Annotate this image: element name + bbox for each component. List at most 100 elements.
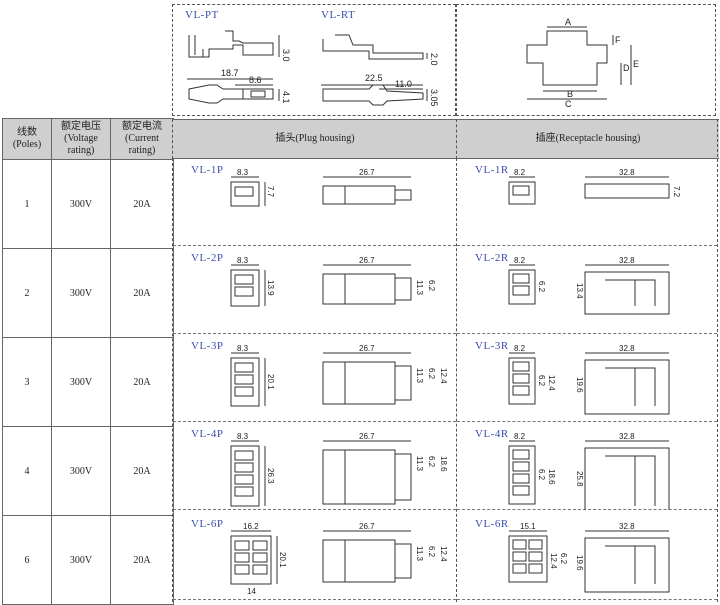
receptacle-model-label: VL-6R [475, 518, 509, 530]
key-letter: F [615, 35, 621, 45]
receptacle-dim: 32.8 [619, 168, 635, 177]
plug-dim: 11.3 [415, 546, 424, 562]
key-letter: A [565, 17, 571, 27]
receptacle-model-label: VL-3R [475, 340, 509, 352]
plug-dim: 26.7 [359, 522, 375, 531]
plug-dim: 7.7 [266, 186, 275, 198]
plug-dim: 8.3 [237, 256, 249, 265]
receptacle-dim: 32.8 [619, 256, 635, 265]
vlrt-dim: 3.05 [429, 89, 439, 107]
key-letter: E [633, 59, 639, 69]
plug-model-label: VL-2P [191, 252, 224, 264]
receptacle-dim: 6.2 [537, 281, 546, 293]
plug-dim: 26.7 [359, 168, 375, 177]
poles-cell: 3 [2, 337, 52, 427]
receptacle-model-label: VL-2R [475, 252, 509, 264]
right-border [717, 119, 718, 602]
poles-cell: 6 [2, 515, 52, 605]
plug-dim: 6.2 [427, 280, 436, 292]
key-letter: B [567, 89, 573, 99]
plug-drawing: 8.3 7.7 26.7 [230, 168, 412, 207]
plug-dim: 13.9 [266, 280, 275, 296]
receptacle-model-label: VL-4R [475, 428, 509, 440]
receptacle-dim: 13.4 [575, 283, 584, 299]
receptacle-dim: 8.2 [514, 432, 526, 441]
receptacle-dim: 8.2 [514, 256, 526, 265]
poles-header: 线数 (Poles) [2, 118, 52, 160]
receptacle-dim: 19.6 [575, 555, 584, 571]
spec-table: 线数 (Poles) 额定电压 (Voltage rating) 额定电流 (C… [2, 118, 174, 605]
plug-dim: 8.3 [237, 432, 249, 441]
plug-header-text: 插头(Plug housing) [275, 133, 355, 144]
receptacle-cell: VL-2R 8.2 32.8 13.4 6.2 [457, 246, 717, 334]
plug-dim: 12.4 [439, 546, 448, 562]
plug-dim: 20.1 [278, 552, 287, 568]
receptacle-dim: 25.8 [575, 471, 584, 487]
current-cell: 20A [110, 248, 174, 338]
voltage-cell: 300V [51, 426, 111, 516]
vlrt-dim: 22.5 [365, 73, 383, 83]
dimension-key-drawing: A F D E B C [526, 17, 639, 109]
terminal-drawings: 18.7 8.6 3.0 4.1 22.5 11.0 2.0 3.05 [187, 30, 439, 107]
current-cell: 20A [110, 159, 174, 249]
current-cell: 20A [110, 515, 174, 605]
current-cell: 20A [110, 337, 174, 427]
receptacle-column-border [456, 158, 457, 602]
plug-dim: 20.1 [266, 374, 275, 390]
terminal-panel: VL-PT VL-RT 18.7 8.6 3.0 4.1 22.5 11.0 2… [172, 4, 456, 116]
poles-cell: 4 [2, 426, 52, 516]
receptacle-drawing: 8.2 32.8 13.4 6.2 [508, 256, 670, 315]
plug-dim: 26.3 [266, 468, 275, 484]
plug-model-label: VL-3P [191, 340, 224, 352]
plug-dim: 26.7 [359, 432, 375, 441]
plug-dim: 18.6 [439, 456, 448, 472]
vlrt-title: VL-RT [321, 9, 356, 21]
receptacle-dim: 32.8 [619, 344, 635, 353]
plug-cell: VL-1P 8.3 7.7 26.7 [173, 158, 456, 246]
voltage-cell: 300V [51, 515, 111, 605]
voltage-cell: 300V [51, 159, 111, 249]
plug-dim: 16.2 [243, 522, 259, 531]
receptacle-dim: 32.8 [619, 432, 635, 441]
plug-dim: 12.4 [439, 368, 448, 384]
plug-model-label: VL-4P [191, 428, 224, 440]
plug-dim: 26.7 [359, 256, 375, 265]
receptacle-dim: 6.2 [559, 553, 568, 565]
receptacle-dim: 6.2 [537, 469, 546, 481]
plug-dim: 8.3 [237, 168, 249, 177]
receptacle-header: 插座(Receptacle housing) [456, 119, 719, 159]
plug-dim: 14 [247, 587, 256, 596]
plug-dim: 11.3 [415, 368, 424, 384]
receptacle-dim: 8.2 [514, 168, 526, 177]
receptacle-dim: 8.2 [514, 344, 526, 353]
receptacle-dim: 32.8 [619, 522, 635, 531]
plug-dim: 8.3 [237, 344, 249, 353]
voltage-cell: 300V [51, 248, 111, 338]
voltage-header: 额定电压 (Voltage rating) [51, 118, 111, 160]
plug-dim: 6.2 [427, 456, 436, 468]
current-cell: 20A [110, 426, 174, 516]
vlrt-dim: 11.0 [395, 79, 412, 89]
key-letter: C [565, 99, 572, 109]
receptacle-dim: 18.6 [547, 469, 556, 485]
receptacle-dim: 6.2 [537, 375, 546, 387]
receptacle-model-label: VL-1R [475, 164, 509, 176]
plug-model-label: VL-1P [191, 164, 224, 176]
vlrt-dim: 2.0 [429, 53, 439, 66]
poles-cell: 1 [2, 159, 52, 249]
plug-dim: 26.7 [359, 344, 375, 353]
dimension-key-panel: A F D E B C [456, 4, 716, 116]
poles-cell: 2 [2, 248, 52, 338]
